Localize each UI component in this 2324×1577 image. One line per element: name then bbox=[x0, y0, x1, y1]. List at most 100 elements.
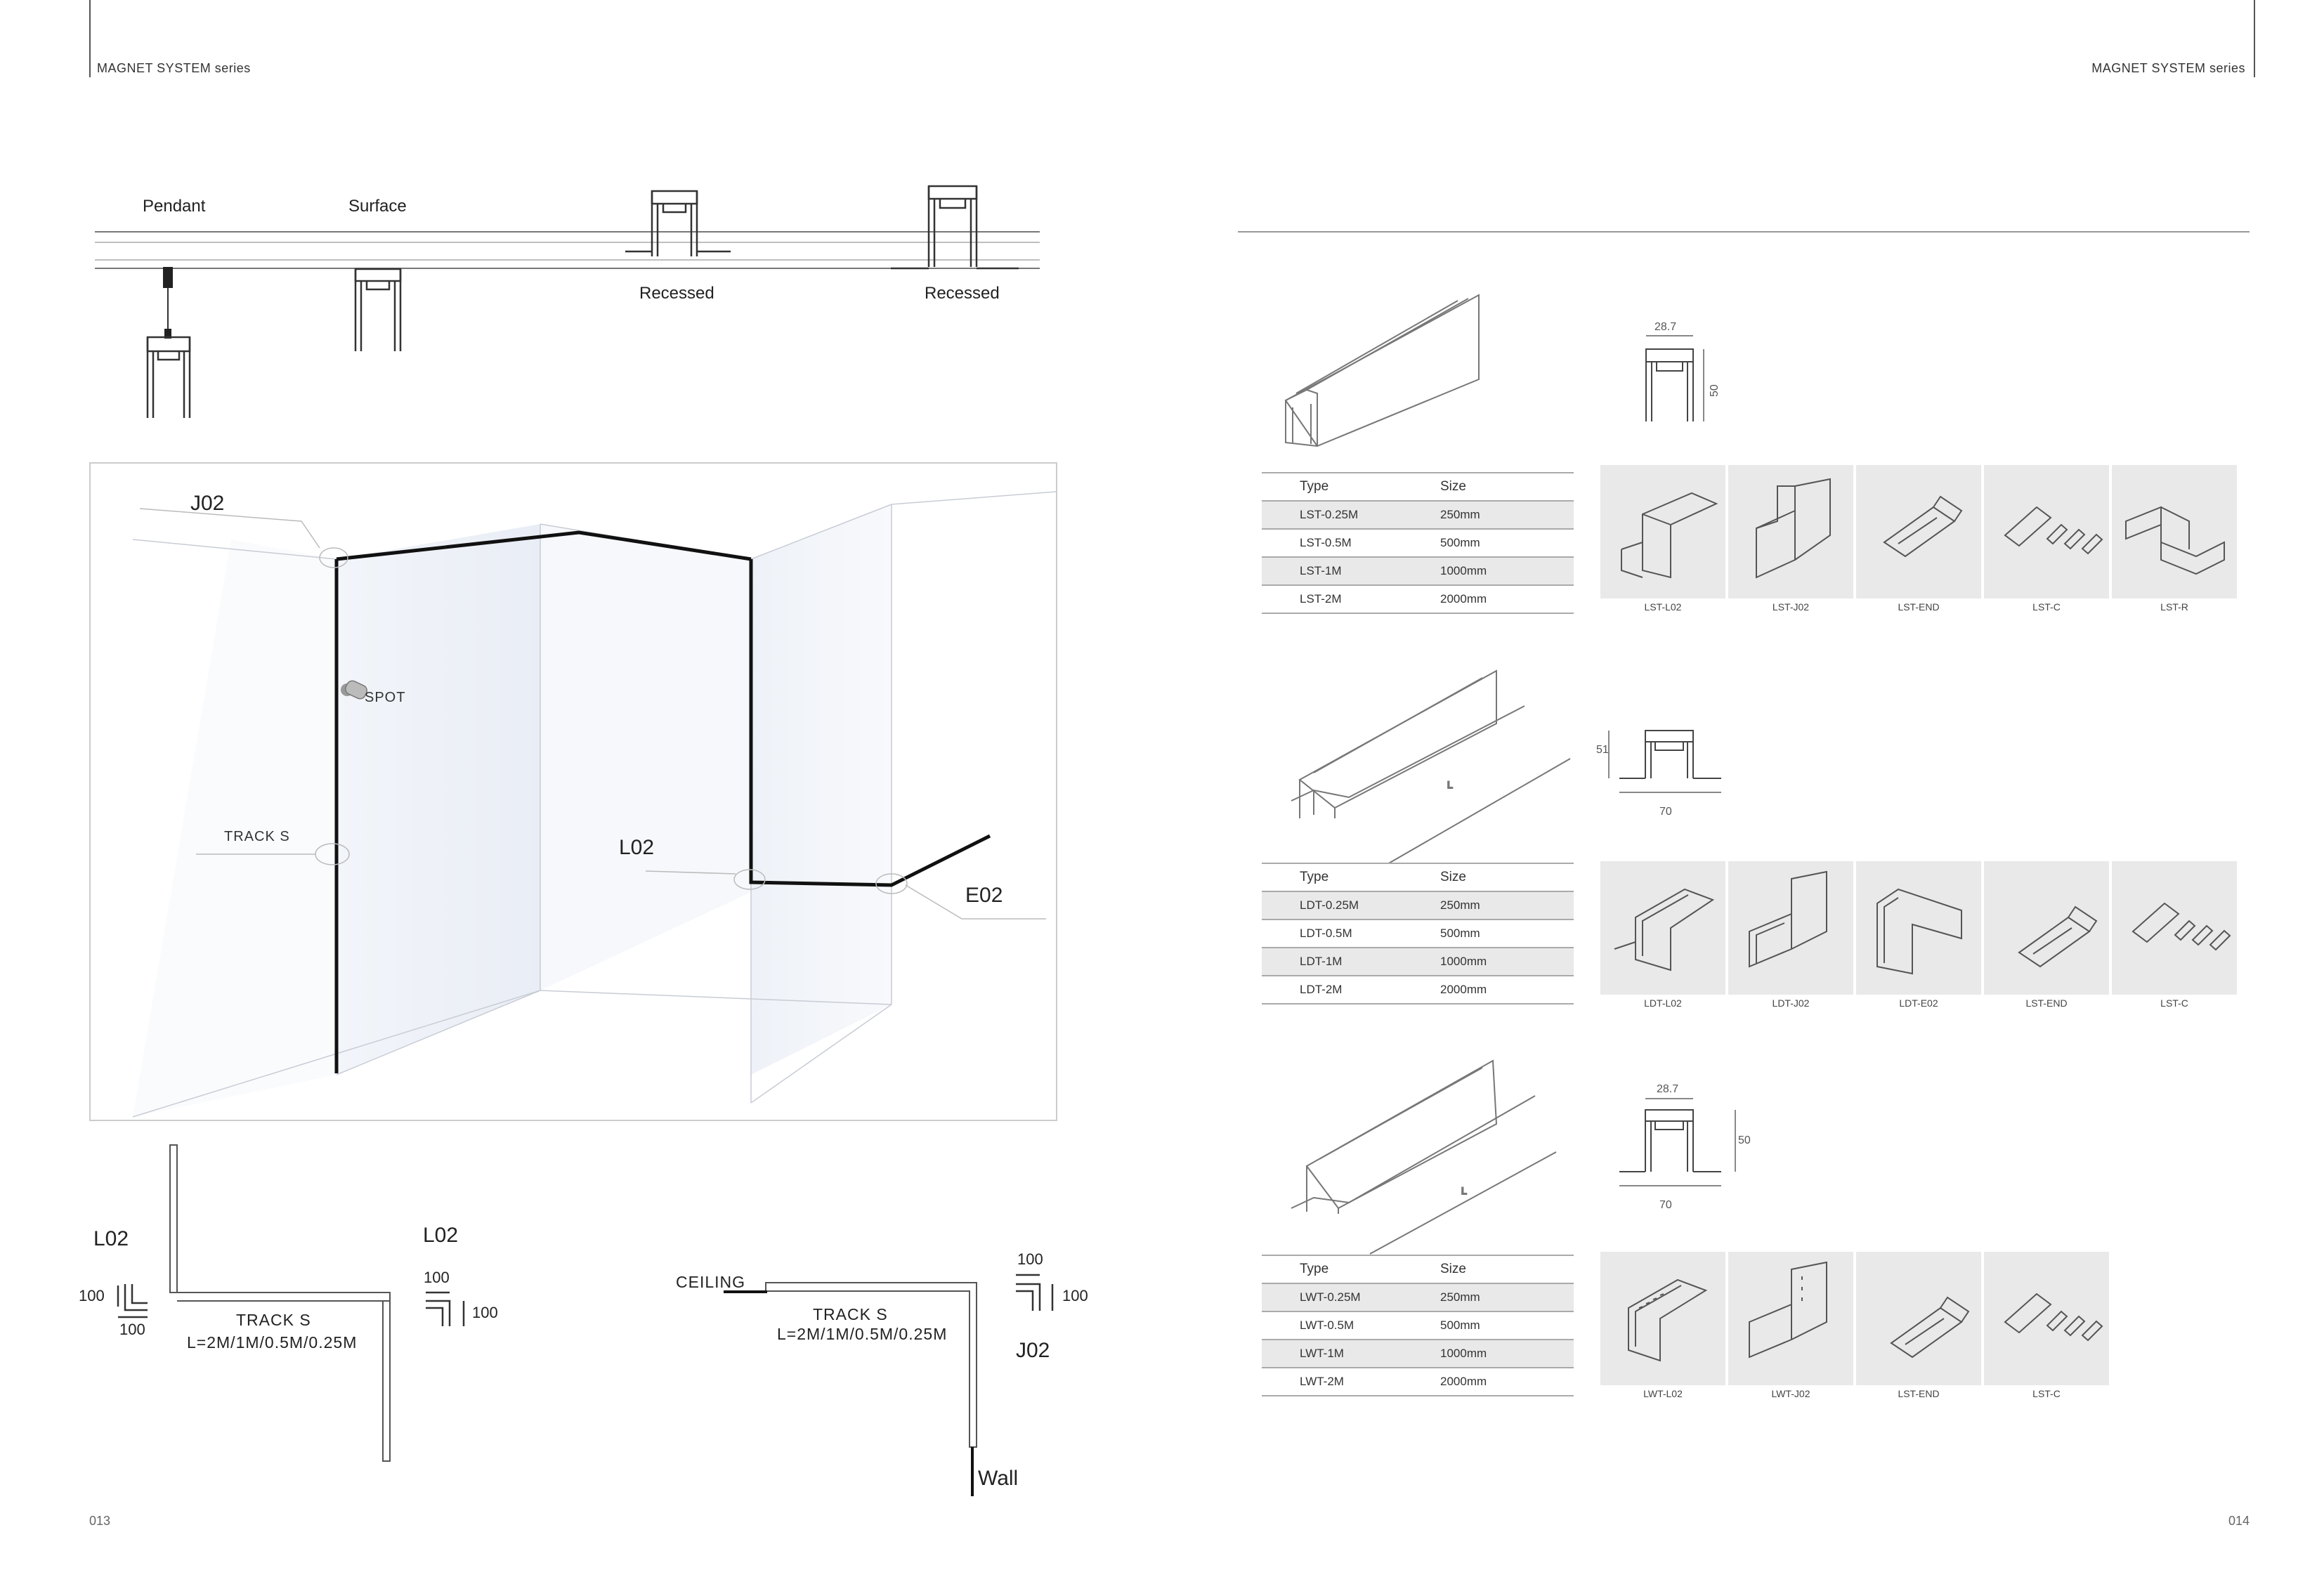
right-top-rule bbox=[1238, 231, 2250, 233]
accessory-thumb bbox=[2112, 861, 2237, 995]
accessory-label: LST-J02 bbox=[1772, 601, 1810, 613]
dim-100-c: 100 bbox=[424, 1269, 450, 1286]
accessory-thumb bbox=[1856, 861, 1981, 995]
accessory-thumb bbox=[1600, 861, 1725, 995]
lst-profile-drawing bbox=[1284, 294, 1480, 447]
track-s-right-label: TRACK S bbox=[813, 1305, 888, 1323]
lwt-col-type: Type bbox=[1262, 1255, 1433, 1284]
accessory-label: LST-C bbox=[2032, 1388, 2061, 1399]
track-diagram-right-drawing bbox=[724, 1274, 1054, 1496]
lst-col-size: Size bbox=[1433, 472, 1574, 502]
e02-room-label: E02 bbox=[965, 884, 1003, 907]
ldt-profile-drawing: L bbox=[1291, 669, 1571, 865]
accessory-thumb bbox=[1728, 1252, 1853, 1385]
accessory-thumb bbox=[1856, 1252, 1981, 1385]
ldt-size-cell: 1000mm bbox=[1433, 948, 1574, 976]
lwt-dim-height: 50 bbox=[1738, 1134, 1751, 1146]
track-diagram-left-drawing bbox=[117, 1144, 465, 1462]
accessory-label: LST-END bbox=[1898, 1388, 1940, 1399]
dim-100-d: 100 bbox=[472, 1304, 498, 1321]
accessory-thumb bbox=[1728, 465, 1853, 598]
lst-type-cell: LST-1M bbox=[1262, 557, 1433, 586]
ceiling-label: CEILING bbox=[676, 1273, 746, 1291]
accessory-thumb bbox=[1728, 861, 1853, 995]
accessory-label: LST-C bbox=[2160, 997, 2188, 1009]
dim-100-side: 100 bbox=[1062, 1287, 1088, 1304]
surface-label: Surface bbox=[348, 197, 407, 216]
lwt-type-cell: LWT-0.25M bbox=[1262, 1283, 1433, 1312]
lst-col-type: Type bbox=[1262, 472, 1433, 502]
installation-drawing bbox=[95, 185, 1040, 418]
accessory-label: LST-END bbox=[2025, 997, 2068, 1009]
lst-size-cell: 250mm bbox=[1433, 501, 1574, 530]
recessed-label-1: Recessed bbox=[639, 284, 714, 303]
ldt-type-cell: LDT-2M bbox=[1262, 976, 1433, 1005]
ldt-dim-width: 70 bbox=[1659, 806, 1672, 818]
right-page-number: 014 bbox=[2228, 1514, 2250, 1528]
accessory-thumb bbox=[1600, 1252, 1725, 1385]
accessory-thumb bbox=[1984, 861, 2109, 995]
ldt-size-cell: 2000mm bbox=[1433, 976, 1574, 1005]
lst-type-cell: LST-0.5M bbox=[1262, 529, 1433, 558]
room-illustration: J02 SPOT TRACK S L02 E02 bbox=[89, 462, 1057, 1121]
lst-type-cell: LST-2M bbox=[1262, 585, 1433, 614]
accessory-thumb bbox=[1600, 465, 1725, 598]
lst-dim-width: 28.7 bbox=[1654, 321, 1676, 333]
l02-right-label: L02 bbox=[423, 1224, 459, 1247]
room-drawing bbox=[132, 491, 1056, 1120]
accessory-label: LST-R bbox=[2160, 601, 2188, 613]
j02-label: J02 bbox=[190, 492, 225, 515]
accessory-thumb bbox=[1984, 1252, 2109, 1385]
length-left-label: L=2M/1M/0.5M/0.25M bbox=[187, 1333, 358, 1352]
lst-size-cell: 500mm bbox=[1433, 529, 1574, 558]
lwt-dim-width: 70 bbox=[1659, 1199, 1672, 1211]
ldt-size-cell: 500mm bbox=[1433, 920, 1574, 948]
ldt-size-cell: 250mm bbox=[1433, 891, 1574, 920]
ldt-dim-height: 51 bbox=[1596, 744, 1609, 756]
accessory-label: LWT-L02 bbox=[1643, 1388, 1683, 1399]
right-header: MAGNET SYSTEM series bbox=[2091, 61, 2245, 75]
length-right-label: L=2M/1M/0.5M/0.25M bbox=[777, 1325, 948, 1343]
ldt-col-type: Type bbox=[1262, 863, 1433, 892]
track-s-label: TRACK S bbox=[224, 829, 290, 844]
accessory-label: LST-L02 bbox=[1644, 601, 1682, 613]
lwt-type-cell: LWT-2M bbox=[1262, 1368, 1433, 1396]
accessory-label: LWT-J02 bbox=[1771, 1388, 1810, 1399]
lwt-profile-drawing: L bbox=[1291, 1059, 1557, 1255]
accessory-label: LDT-L02 bbox=[1644, 997, 1682, 1009]
dim-100-a: 100 bbox=[79, 1287, 105, 1304]
lwt-size-cell: 2000mm bbox=[1433, 1368, 1574, 1396]
pendant-label: Pendant bbox=[143, 197, 206, 216]
lst-dim-height: 50 bbox=[1709, 384, 1721, 397]
left-page-number: 013 bbox=[89, 1514, 111, 1528]
lst-size-cell: 2000mm bbox=[1433, 585, 1574, 614]
ldt-type-cell: LDT-0.25M bbox=[1262, 891, 1433, 920]
l02-room-label: L02 bbox=[619, 836, 655, 859]
ldt-col-size: Size bbox=[1433, 863, 1574, 892]
lwt-type-cell: LWT-1M bbox=[1262, 1340, 1433, 1368]
dim-100-top: 100 bbox=[1017, 1250, 1043, 1268]
lwt-section-drawing bbox=[1619, 1098, 1736, 1186]
lwt-size-cell: 250mm bbox=[1433, 1283, 1574, 1312]
spot-label: SPOT bbox=[365, 690, 406, 705]
ldt-type-cell: LDT-1M bbox=[1262, 948, 1433, 976]
ldt-dim-length: L bbox=[1447, 779, 1453, 790]
lst-section-drawing bbox=[1645, 335, 1704, 421]
ldt-section-drawing bbox=[1608, 730, 1721, 793]
lst-type-cell: LST-0.25M bbox=[1262, 501, 1433, 530]
lwt-size-cell: 500mm bbox=[1433, 1311, 1574, 1340]
right-edge-line bbox=[2254, 0, 2255, 77]
j02-bottom-label: J02 bbox=[1016, 1339, 1050, 1362]
